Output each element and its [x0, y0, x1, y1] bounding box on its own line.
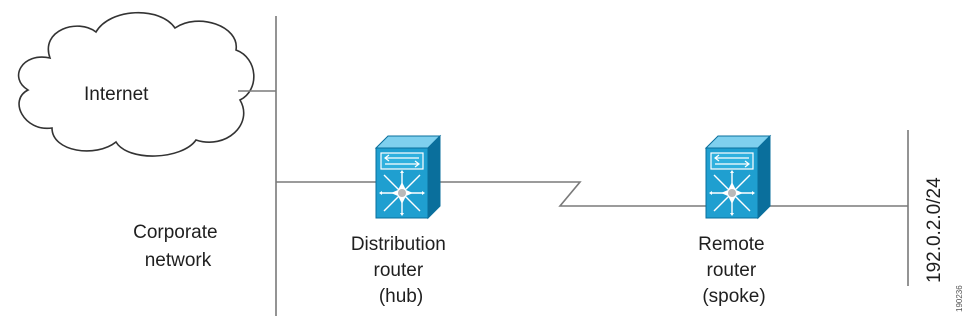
corporate-label-line-2: network: [145, 250, 212, 271]
remote-label-line-3: (spoke): [702, 286, 765, 307]
distribution-label-line-2: router: [374, 260, 424, 281]
corporate-label-line-1: Corporate: [133, 222, 218, 243]
remote-label-line-1: Remote: [698, 234, 765, 255]
remote-router-label: Remote router (spoke): [698, 234, 770, 307]
subnet-label: 192.0.2.0/24: [924, 177, 945, 283]
distribution-label-line-3: (hub): [379, 286, 423, 307]
distribution-router-icon: [375, 135, 441, 219]
remote-router-icon: [705, 135, 771, 219]
corporate-network-label: Corporate network: [133, 222, 223, 271]
remote-label-line-2: router: [707, 260, 757, 281]
distribution-router-label: Distribution router (hub): [351, 234, 451, 307]
distribution-label-line-1: Distribution: [351, 234, 446, 255]
internet-label: Internet: [84, 84, 149, 105]
internet-cloud-icon: [17, 11, 255, 157]
figure-id-label: 190236: [955, 285, 964, 312]
wan-link-line: [440, 181, 706, 207]
